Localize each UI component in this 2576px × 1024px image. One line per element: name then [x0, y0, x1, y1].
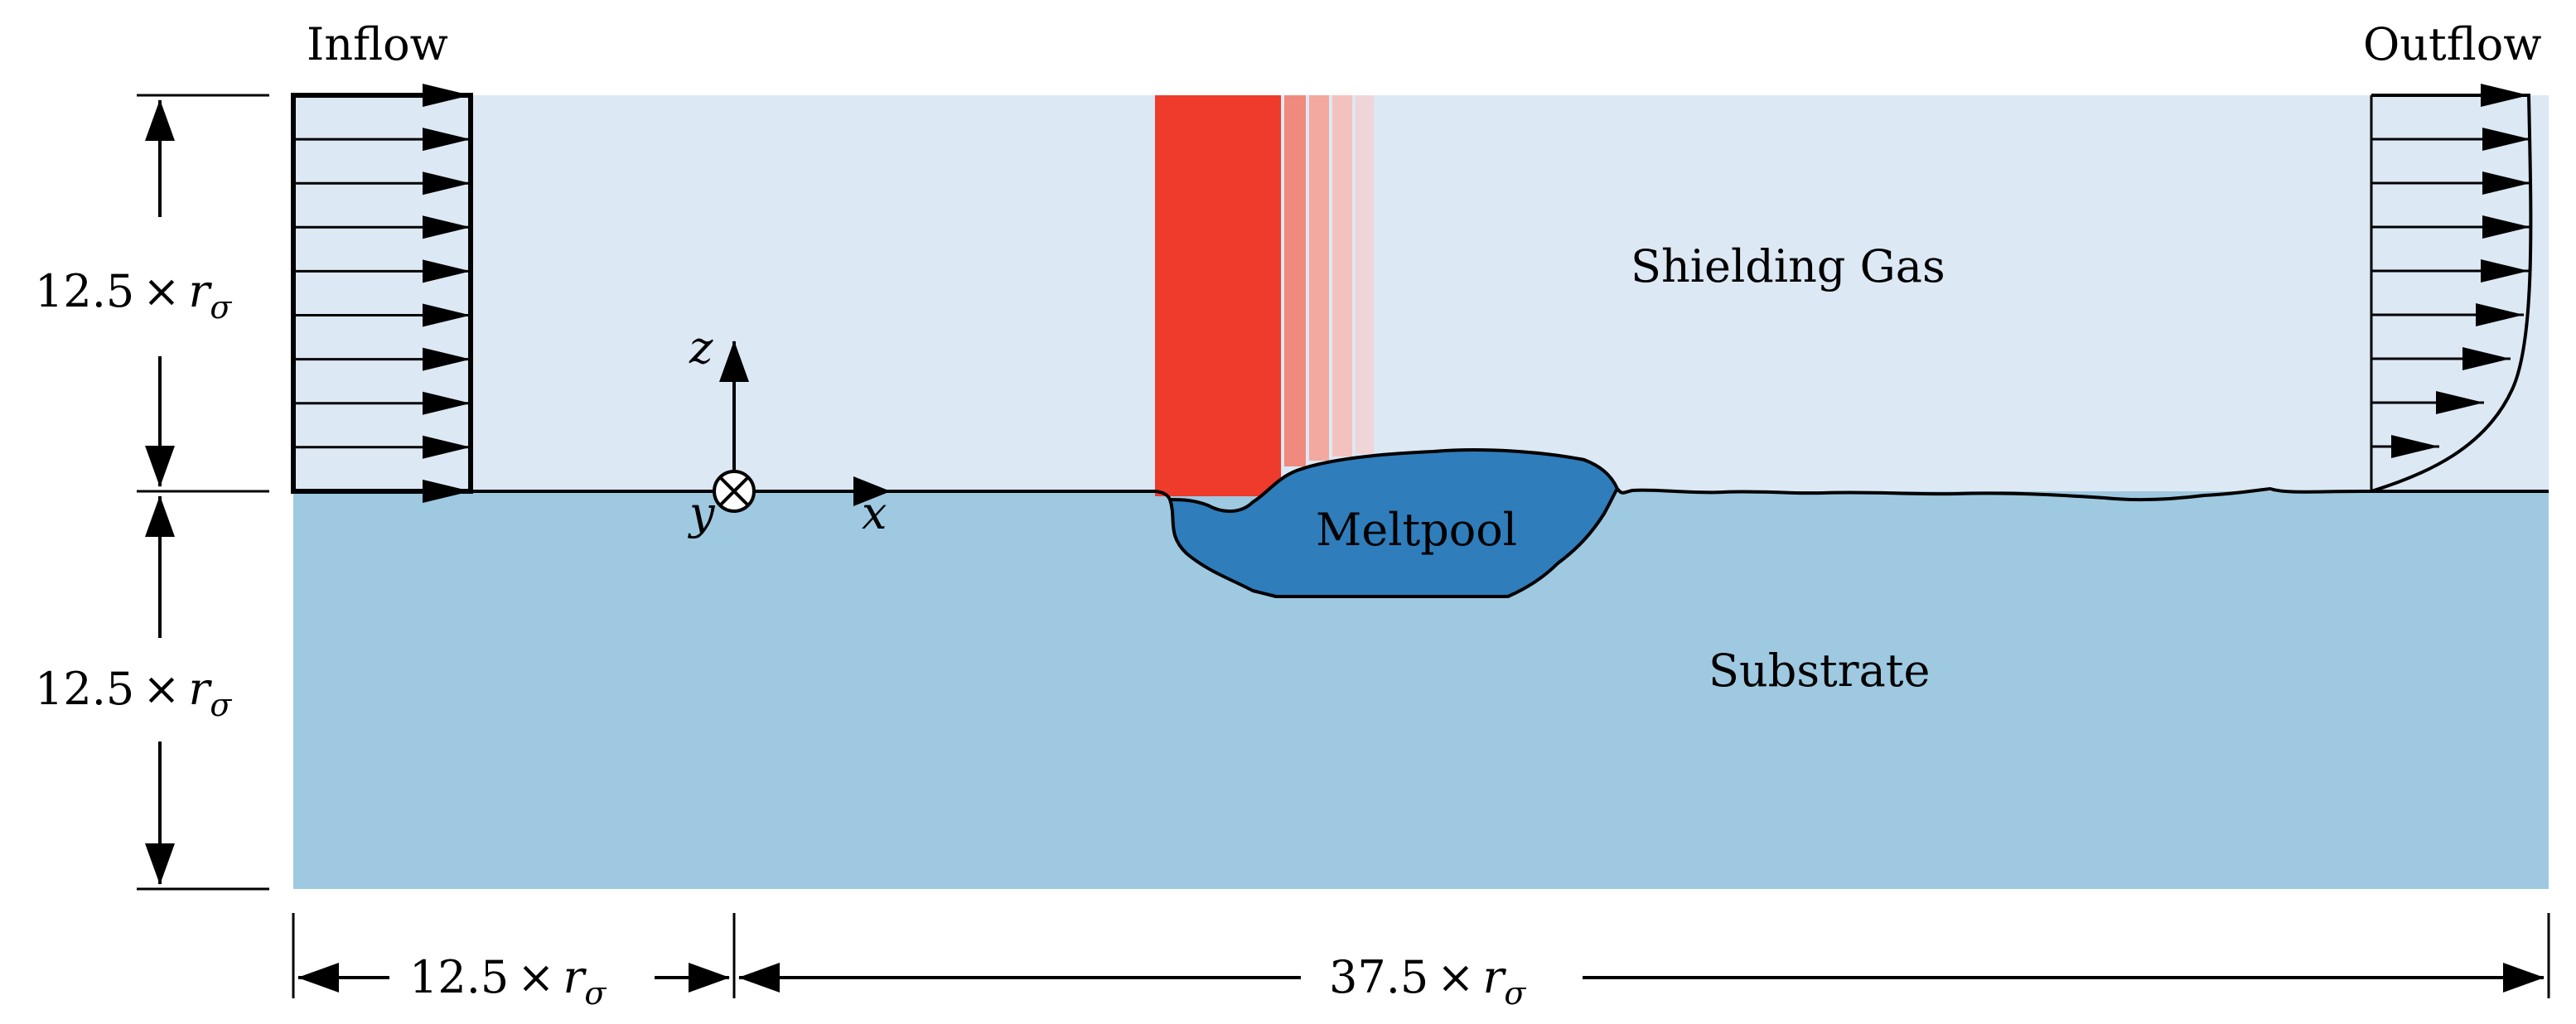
inflow-velocity-arrow-head	[423, 391, 471, 415]
shielding-gas-label: Shielding Gas	[1631, 240, 1945, 292]
meltpool-shape	[1168, 448, 1619, 598]
laser-core	[1155, 95, 1281, 496]
laser-fade-1	[1284, 95, 1306, 466]
substrate-label: Substrate	[1708, 645, 1930, 697]
inflow-width-dimension-label: 12.5×rσ	[409, 951, 607, 1012]
outflow-velocity-arrow-head	[2481, 84, 2529, 107]
meltpool-label: Meltpool	[1316, 504, 1517, 556]
inflow-velocity-arrow-head	[423, 303, 471, 327]
inflow-velocity-arrow-head	[423, 259, 471, 283]
inflow-velocity-arrow-head	[423, 480, 471, 503]
substrate-height-dimension-label: 12.5×rσ	[35, 663, 232, 723]
inflow-velocity-arrow-head	[423, 347, 471, 371]
inflow-velocity-arrow-head	[423, 435, 471, 459]
inflow-label: Inflow	[307, 18, 448, 70]
laser-fade-2	[1309, 95, 1329, 461]
y-axis-label: y	[688, 487, 716, 539]
outflow-velocity-arrow-head	[2462, 347, 2511, 370]
outflow-velocity-arrow-head	[2481, 259, 2529, 283]
gas-height-dimension-label: 12.5×rσ	[35, 265, 232, 326]
outflow-label: Outflow	[2363, 18, 2542, 70]
z-axis-label: z	[689, 321, 713, 374]
outflow-velocity-arrow-head	[2436, 391, 2484, 414]
outflow-velocity-arrow-head	[2476, 303, 2524, 326]
x-axis-arrow-head	[853, 476, 891, 506]
inflow-velocity-arrow-head	[423, 171, 471, 196]
inflow-profile	[291, 84, 473, 503]
surface-interface-line	[293, 486, 2549, 502]
coordinate-system: z y x	[688, 321, 891, 539]
vertical-dimensions	[137, 94, 269, 891]
laser-fade-4	[1356, 95, 1374, 454]
outflow-velocity-arrow-head	[2391, 435, 2439, 458]
inflow-velocity-arrow-head	[423, 84, 471, 107]
inflow-velocity-arrow-head	[423, 215, 471, 239]
inflow-velocity-arrow-head	[423, 128, 471, 152]
shielding-gas-region	[293, 95, 2549, 491]
domain-width-dimension-label: 37.5×rσ	[1329, 951, 1526, 1012]
outflow-velocity-arrow-head	[2482, 171, 2530, 195]
outflow-velocity-curve	[2371, 94, 2533, 493]
x-axis-label: x	[862, 487, 887, 539]
laser-beam	[1155, 95, 1374, 496]
outflow-velocity-arrow-head	[2482, 215, 2530, 239]
horizontal-dimensions	[292, 913, 2550, 998]
laser-fade-3	[1332, 95, 1352, 456]
outflow-profile	[2370, 84, 2533, 493]
outflow-velocity-arrow-head	[2482, 128, 2530, 151]
